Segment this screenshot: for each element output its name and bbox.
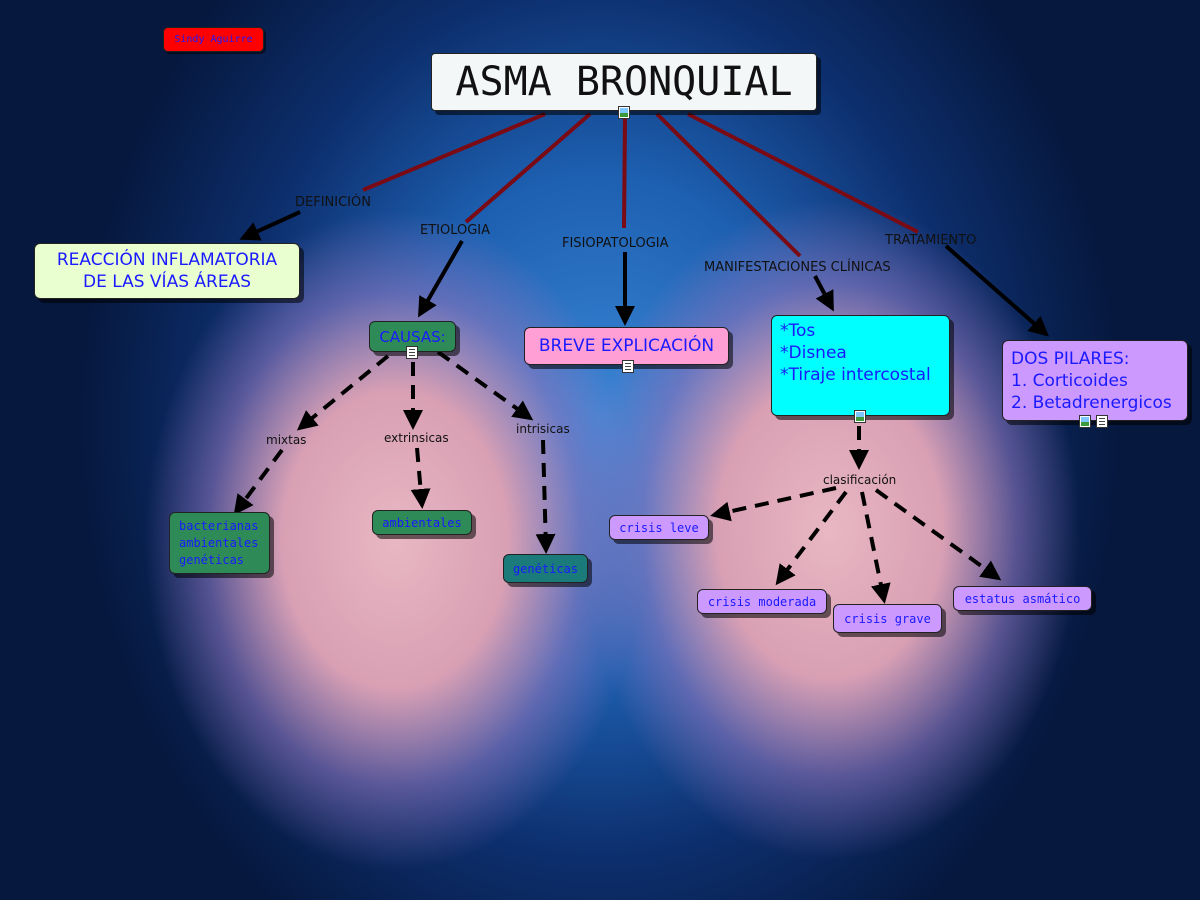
link-label-manifestaciones: MANIFESTACIONES CLÍNICAS [704,260,891,275]
mixtas-ambientales: ambientales [179,535,259,550]
root-line-definicion [362,112,546,192]
treatment-betadrenergicos: 2. Betadrenergicos [1011,392,1172,413]
document-icon[interactable] [1096,415,1108,428]
crisis-moderada-label: crisis moderada [707,594,817,609]
definition-node[interactable]: REACCIÓN INFLAMATORIA DE LAS VÍAS ÁREAS [34,243,300,299]
causas-label: CAUSAS: [379,327,446,346]
treatment-node[interactable]: DOS PILARES: 1. Corticoides 2. Betadrene… [1002,340,1188,421]
arrow-definicion-reaccion [239,210,301,241]
root-line-tratamiento [687,112,919,234]
root-title-node[interactable]: ASMA BRONQUIAL [431,53,817,111]
ambientales-node[interactable]: ambientales [372,510,472,535]
crisis-leve-node[interactable]: crisis leve [609,515,709,540]
definition-line-1: REACCIÓN INFLAMATORIA [56,250,278,270]
symptom-disnea: *Disnea [780,343,847,363]
crisis-moderada-node[interactable]: crisis moderada [697,589,827,614]
link-label-tratamiento: TRATAMIENTO [885,233,977,248]
author-badge: Sindy Aguirre [163,27,264,52]
estatus-asmatico-label: estatus asmático [964,591,1081,606]
link-label-mixtas: mixtas [266,433,307,447]
definition-line-2: DE LAS VÍAS ÁREAS [83,272,251,292]
arrow-etiologia-causas [418,240,464,318]
link-label-definicion: DEFINICIÓN [295,195,371,210]
crisis-grave-node[interactable]: crisis grave [833,604,942,633]
image-icon[interactable] [854,410,866,423]
document-icon[interactable] [406,346,418,359]
link-label-fisiopatologia: FISIOPATOLOGIA [562,236,669,251]
dash-causas-mixtas [296,354,390,431]
link-label-intrisicas: intrisicas [516,422,570,436]
image-icon[interactable] [1079,415,1091,428]
arrow-tratamiento-pilares [944,244,1050,337]
page-title: ASMA BRONQUIAL [455,59,793,105]
link-label-clasificacion: clasificación [823,473,897,487]
root-line-etiologia [464,112,592,224]
dash-intrisicas-geneticas [535,439,556,554]
breve-explicacion-label: BREVE EXPLICACIÓN [538,336,715,356]
treatment-corticoides: 1. Corticoides [1011,370,1128,391]
root-line-fisiopatologia [622,117,627,229]
crisis-leve-label: crisis leve [619,520,699,535]
symptom-tos: *Tos [780,321,816,341]
dash-clas-estatus [874,488,1002,581]
dash-mixtas-nodo [233,448,284,516]
treatment-heading: DOS PILARES: [1011,348,1130,369]
dash-clas-grave [860,491,891,604]
link-label-extrinsicas: extrinsicas [384,431,449,445]
root-line-manifestaciones [655,112,802,258]
estatus-asmatico-node[interactable]: estatus asmático [953,586,1092,611]
arrow-manifestaciones-sintomas [813,275,834,312]
dash-causas-intrisicas [436,350,534,421]
symptoms-node[interactable]: *Tos *Disnea *Tiraje intercostal [771,315,950,416]
dash-clas-leve [710,486,837,522]
image-icon[interactable] [618,106,630,119]
link-label-etiologia: ETIOLOGIA [420,223,491,238]
causas-node[interactable]: CAUSAS: [369,321,456,352]
geneticas-label: genéticas [512,561,579,576]
symptom-tiraje: *Tiraje intercostal [780,365,931,385]
mixtas-bacterianas: bacterianas [179,518,259,533]
crisis-grave-label: crisis grave [844,611,931,626]
document-icon[interactable] [622,360,634,373]
dash-extrinsicas-ambientales [410,447,431,509]
dash-clas-moderada [775,490,848,586]
mixtas-node[interactable]: bacterianas ambientales genéticas [169,512,270,574]
ambientales-label: ambientales [382,515,462,530]
geneticas-node[interactable]: genéticas [503,554,588,583]
author-name: Sindy Aguirre [174,34,253,45]
mixtas-geneticas: genéticas [179,552,245,567]
